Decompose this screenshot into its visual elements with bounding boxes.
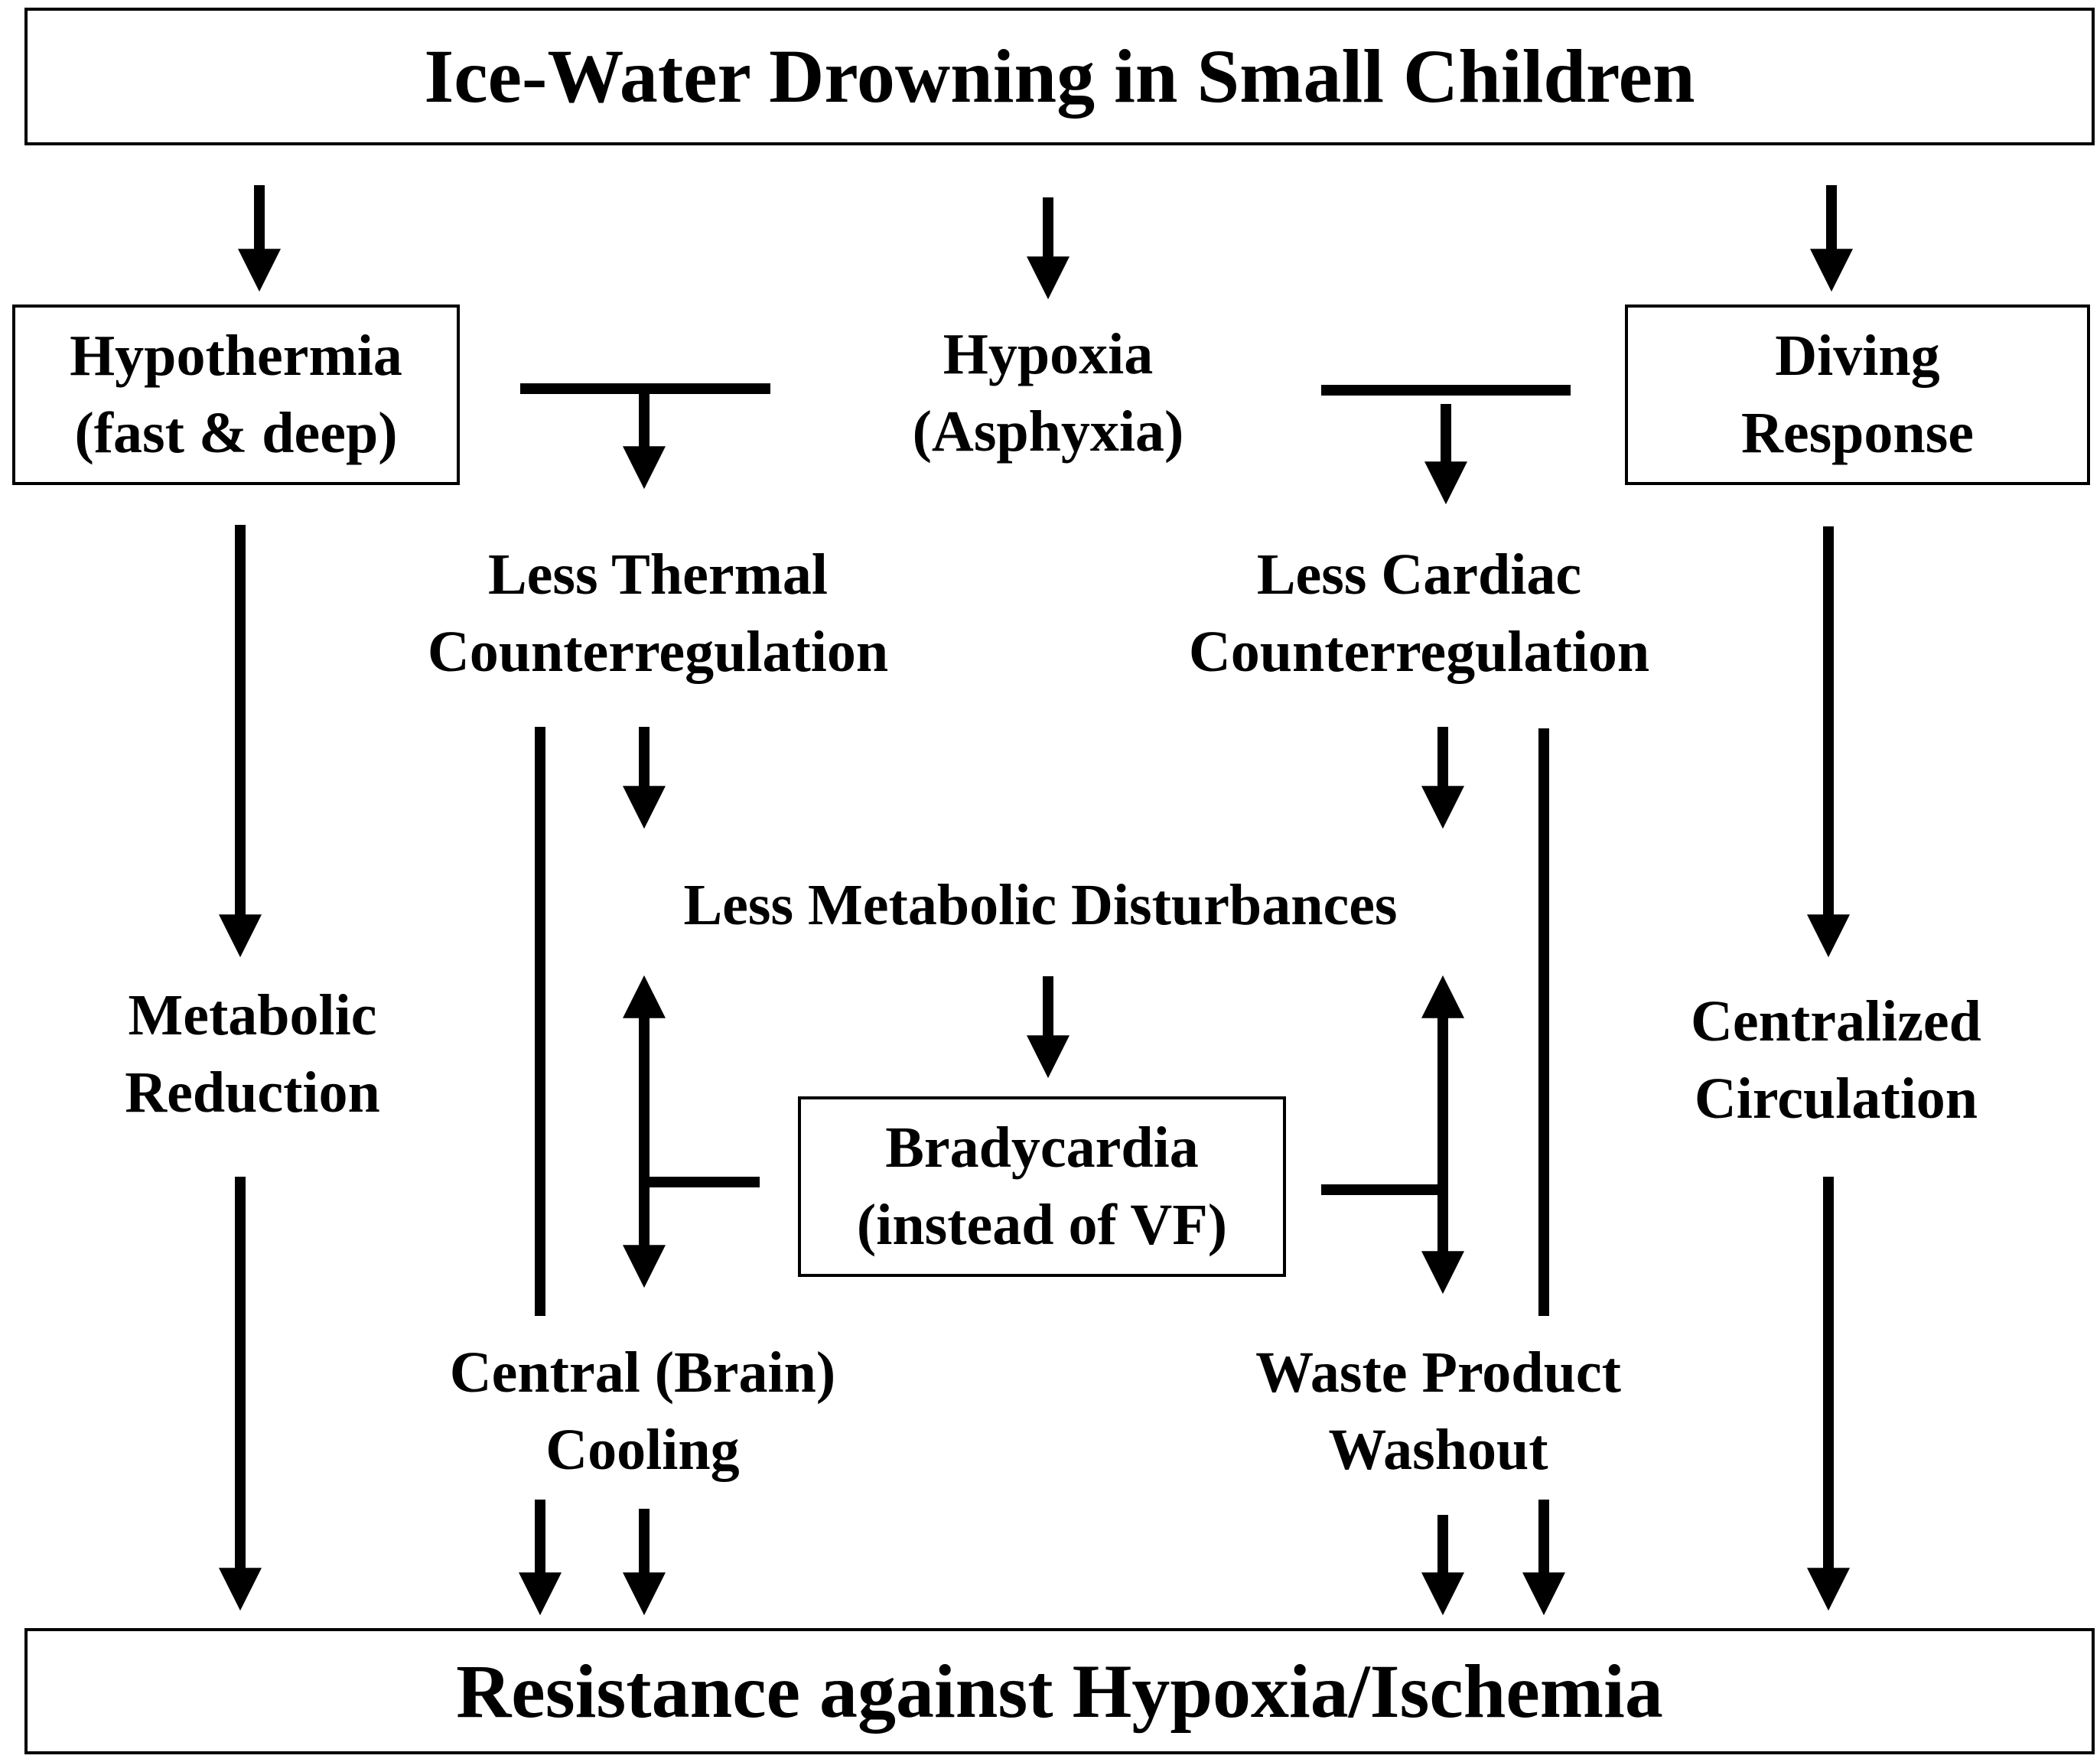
metabolic-reduction-node: Metabolic Reduction [125, 983, 380, 1125]
diving-response-box [1625, 305, 2090, 485]
bradycardia-node: Bradycardia (instead of VF) [856, 1115, 1228, 1257]
outcome-box [24, 1628, 2095, 1754]
less-thermal-node: Less Thermal Counterregulation [427, 542, 889, 684]
title-text: Ice-Water Drowning in Small Children [424, 34, 1695, 119]
title-box [24, 8, 2095, 145]
outcome-text: Resistance against Hypoxia/Ischemia [456, 1648, 1663, 1734]
less-metabolic-node: Less Metabolic Disturbances [683, 872, 1398, 937]
waste-washout-node: Waste Product Washout [1255, 1340, 1621, 1482]
outcome-node: Resistance against Hypoxia/Ischemia [24, 1628, 2095, 1754]
diagram-title: Ice-Water Drowning in Small Children [24, 8, 2095, 145]
bradycardia-box [798, 1096, 1286, 1277]
less-cardiac-node: Less Cardiac Counterregulation [1188, 542, 1650, 684]
hypothermia-box [12, 305, 460, 485]
central-cooling-node: Central (Brain) Cooling [449, 1340, 836, 1482]
hypoxia-node: Hypoxia (Asphyxia) [912, 322, 1184, 464]
centralized-circulation-node: Centralized Circulation [1691, 989, 1981, 1131]
hypothermia-node: Hypothermia (fast & deep) [70, 324, 402, 465]
diving-response-node: Diving Response [1740, 324, 1975, 465]
